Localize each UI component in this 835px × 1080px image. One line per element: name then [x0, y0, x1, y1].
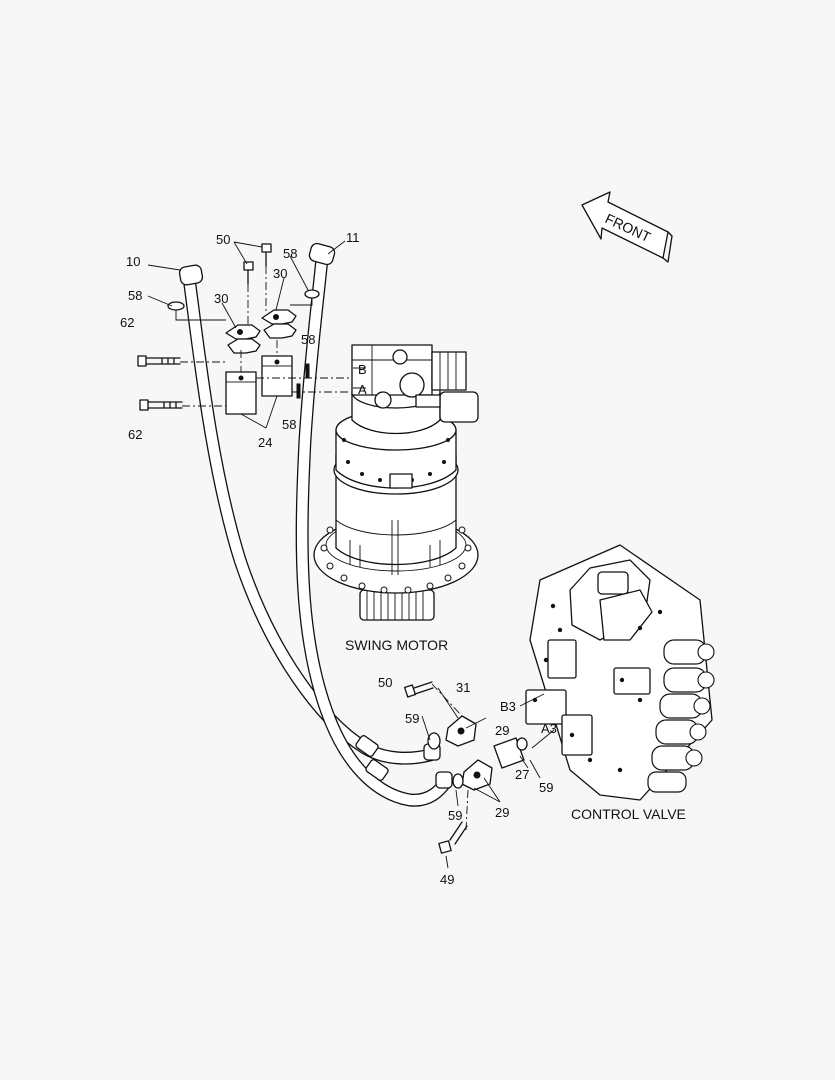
- callouts: 10 11 50 58 30 30 58 62 58 58 62 24 50 3…: [120, 230, 557, 887]
- callout-59-bottom: 59: [448, 808, 462, 823]
- port-label-A: A: [358, 382, 367, 397]
- callout-24: 24: [258, 435, 272, 450]
- hose-11: [295, 242, 453, 807]
- hose-10: [178, 264, 441, 765]
- front-arrow: FRONT: [581, 191, 673, 263]
- clamp-assembly: [137, 243, 350, 415]
- swing-motor-caption: SWING MOTOR: [345, 637, 448, 653]
- callout-50-bottom: 50: [378, 675, 392, 690]
- control-valve: [525, 544, 715, 801]
- control-valve-caption: CONTROL VALVE: [571, 806, 686, 822]
- callout-50-top: 50: [216, 232, 230, 247]
- callout-31: 31: [456, 680, 470, 695]
- callout-30-left: 30: [214, 291, 228, 306]
- callout-30-right: 30: [273, 266, 287, 281]
- callout-11: 11: [346, 230, 360, 245]
- callout-62-top: 62: [120, 315, 134, 330]
- callout-59-right: 59: [539, 780, 553, 795]
- callout-59-top: 59: [405, 711, 419, 726]
- callout-58-low: 58: [282, 417, 296, 432]
- callout-62-bottom: 62: [128, 427, 142, 442]
- callout-A3: A3: [541, 721, 557, 736]
- callout-58-mid: 58: [301, 332, 315, 347]
- callout-29-top: 29: [495, 723, 509, 738]
- callout-29-bottom: 29: [495, 805, 509, 820]
- valve-fittings: [404, 681, 528, 854]
- callout-58-top: 58: [283, 246, 297, 261]
- callout-B3: B3: [500, 699, 516, 714]
- leader-lines: [147, 240, 555, 869]
- swing-motor: [313, 344, 479, 621]
- port-label-B: B: [358, 362, 367, 377]
- callout-27: 27: [515, 767, 529, 782]
- callout-49: 49: [440, 872, 454, 887]
- callout-10: 10: [126, 254, 140, 269]
- callout-58-left: 58: [128, 288, 142, 303]
